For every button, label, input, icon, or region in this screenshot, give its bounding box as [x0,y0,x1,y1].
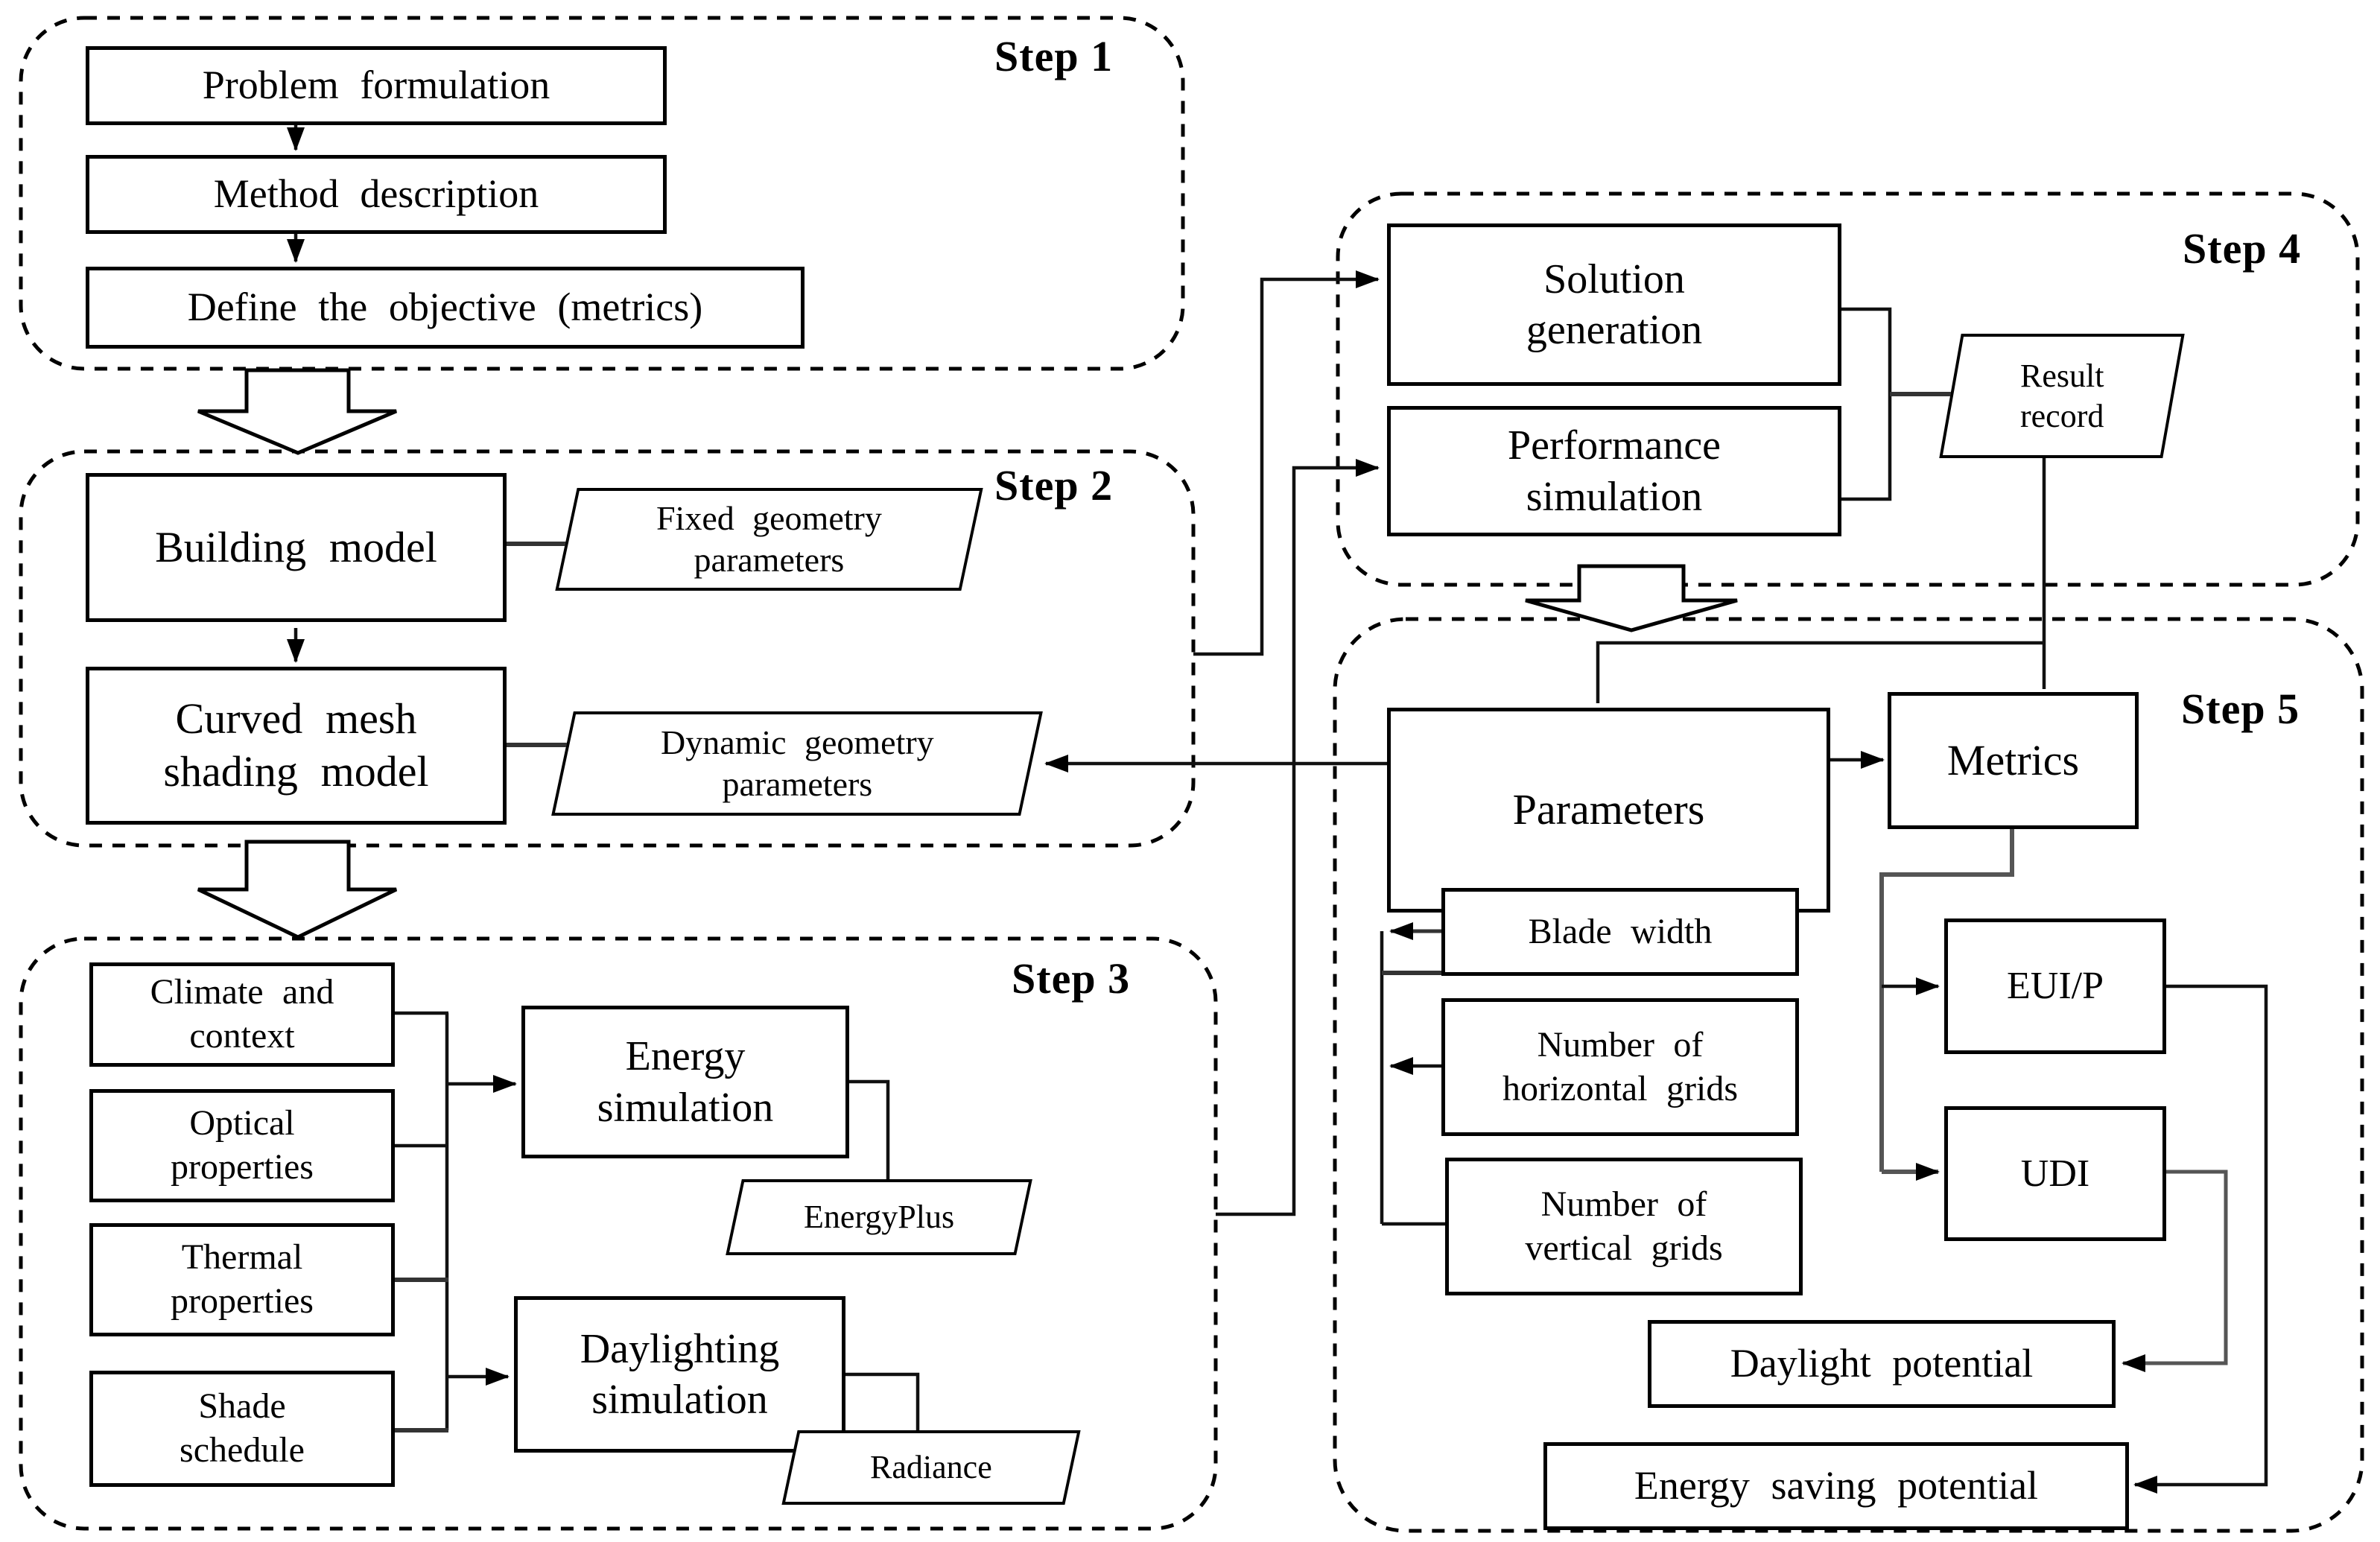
box-label: properties [171,1147,314,1187]
box-label: Metrics [1946,735,2080,784]
box-label: simulation [1526,473,1703,520]
box-label: Number of [1540,1184,1707,1224]
connector-metrics-branch [1879,829,2014,1172]
data-parallelogram-energyplus: EnergyPlus [726,1179,1032,1255]
arrow-euip-to-energysaving [2133,984,2268,1494]
process-box-performance-simulation: Performance simulation [1387,406,1841,536]
variable-box-blade-width: Blade width [1441,888,1799,976]
parallelogram-label: Dynamic geometry [660,723,934,761]
input-box-thermal-properties: Thermal properties [89,1223,395,1336]
data-parallelogram-dynamic-geometry: Dynamic geometry parameters [551,711,1043,816]
step2-group-outline [19,449,1196,848]
box-label: Blade width [1528,911,1713,951]
process-box-building-model: Building model [86,473,507,622]
box-label: Climate and [150,972,334,1012]
box-label: Parameters [1512,785,1705,834]
result-box-daylight-potential: Daylight potential [1648,1320,2116,1408]
variable-box-number-of-vertical-grids: Number of vertical grids [1445,1158,1803,1295]
box-label: schedule [180,1430,305,1470]
box-label: UDI [2020,1152,2090,1195]
step2-label: Step 2 [994,461,1114,510]
connector-daylighting-to-radiance [845,1372,920,1432]
process-box-curved-mesh-shading-model: Curved mesh shading model [86,667,507,825]
box-label: Define the objective (metrics) [187,285,703,330]
box-label: simulation [597,1084,774,1131]
box-label: EUI/P [2007,965,2104,1008]
parallelogram-label: Fixed geometry [656,498,882,537]
box-label: horizontal grids [1502,1068,1739,1108]
parallelogram-label: Radiance [870,1449,992,1486]
metric-box-udi: UDI [1944,1106,2166,1241]
process-box-energy-simulation: Energy simulation [521,1006,849,1158]
step3-label: Step 3 [1012,954,1131,1003]
parallelogram-label: Result [2019,357,2104,394]
box-label: Solution [1543,256,1685,302]
step1-label: Step 1 [994,32,1114,80]
box-label: Performance [1507,422,1721,469]
input-box-shade-schedule: Shade schedule [89,1371,395,1487]
connector-resultrecord-to-parameters [1596,641,2044,703]
box-label: generation [1526,307,1703,353]
arrow-step3-to-performancesimulation [1216,459,1380,1216]
box-label: shading model [163,747,429,796]
process-box-solution-generation: Solution generation [1387,223,1841,386]
arrow-udi-to-daylightpotential [2122,1170,2228,1372]
box-label: Shade [198,1386,286,1427]
data-parallelogram-fixed-geometry: Fixed geometry parameters [555,488,983,591]
box-label: Energy saving potential [1634,1463,2039,1508]
metric-box-euip: EUI/P [1944,918,2166,1054]
variable-box-number-of-horizontal-grids: Number of horizontal grids [1441,998,1799,1136]
box-label: Building model [155,522,437,571]
step5-label: Step 5 [2181,685,2300,733]
connector-step4-bracket [1841,307,1892,501]
process-box-define-objective: Define the objective (metrics) [86,267,805,349]
box-label: Curved mesh [175,694,417,743]
step4-group-outline [1336,191,2360,587]
result-box-energy-saving-potential: Energy saving potential [1543,1442,2129,1530]
step4-label: Step 4 [2183,224,2302,273]
connector-energysimulation-to-energyplus [849,1079,890,1181]
box-label: Method description [213,171,539,217]
process-box-problem-formulation: Problem formulation [86,46,667,125]
box-label: Problem formulation [202,63,550,108]
parallelogram-label: parameters [722,765,872,803]
box-label: Daylight potential [1730,1341,2034,1386]
step1-group-outline [19,16,1185,371]
step3-group-outline [19,936,1218,1531]
input-box-climate-and-context: Climate and context [89,962,395,1067]
process-box-parameters: Parameters [1387,708,1830,913]
step5-group-outline [1333,617,2364,1533]
block-arrow-step4-to-step5-icon [1525,564,1738,632]
block-arrow-step2-to-step3-icon [197,840,398,939]
input-box-optical-properties: Optical properties [89,1089,395,1202]
box-label: simulation [591,1377,768,1423]
box-label: properties [171,1281,314,1321]
box-label: context [189,1016,295,1056]
box-label: vertical grids [1525,1228,1723,1268]
box-label: Thermal [181,1237,303,1278]
data-parallelogram-radiance: Radiance [781,1430,1081,1505]
box-label: Daylighting [580,1325,780,1372]
arrow-step2-to-solutiongeneration [1193,270,1380,656]
box-label: Energy [625,1033,746,1080]
parallelogram-label: record [2019,397,2104,434]
process-box-method-description: Method description [86,155,667,234]
block-arrow-step1-to-step2-icon [197,368,397,455]
parallelogram-label: parameters [694,541,845,579]
data-parallelogram-result-record: Result record [1939,334,2185,458]
parallelogram-label: EnergyPlus [803,1199,955,1236]
process-box-metrics: Metrics [1888,692,2139,829]
process-box-daylighting-simulation: Daylighting simulation [514,1296,845,1453]
box-label: Optical [189,1103,295,1143]
box-label: Number of [1537,1024,1704,1065]
